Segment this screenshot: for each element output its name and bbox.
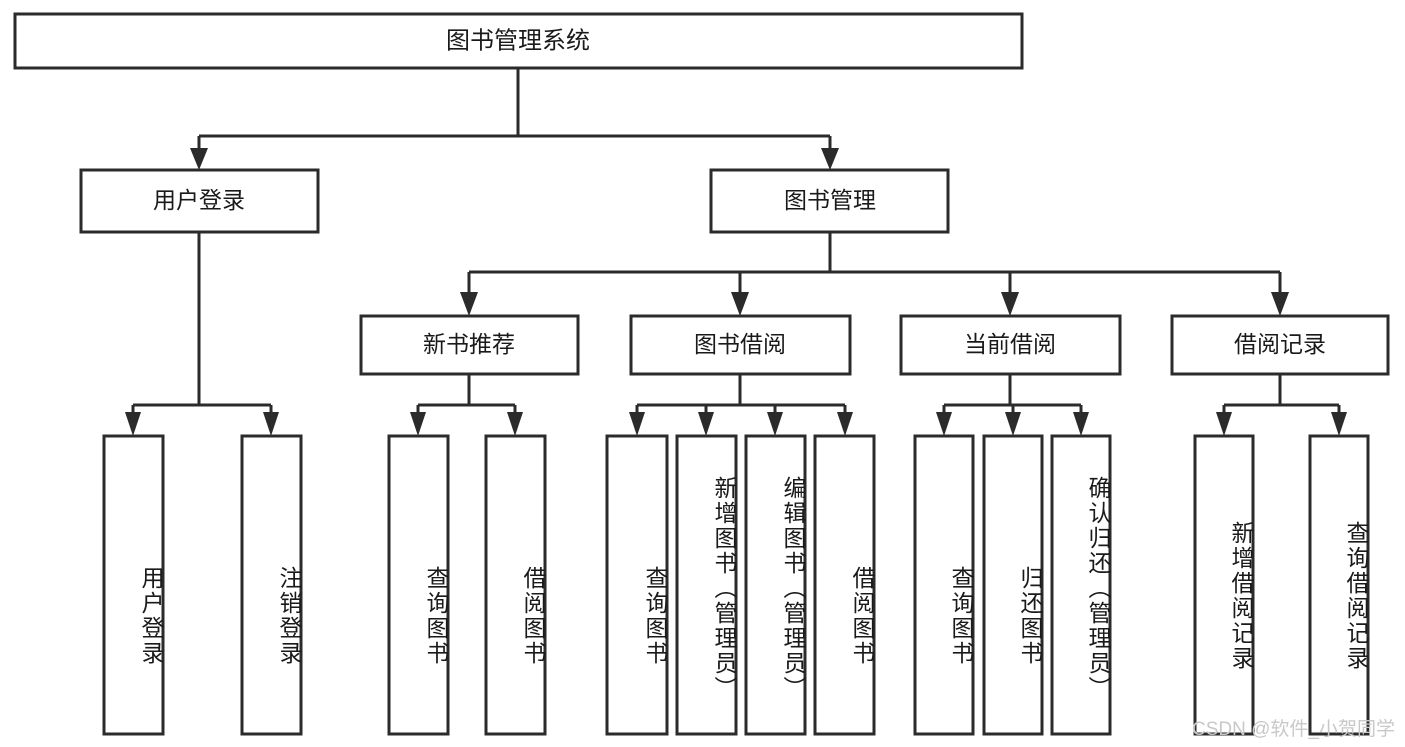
connectors-user-login-to-leaves xyxy=(125,232,279,436)
arrow-new-book-leaf-2 xyxy=(507,412,523,436)
arrow-borrow-record-leaf-2 xyxy=(1331,412,1347,436)
node-user-login-label: 用户登录 xyxy=(153,187,245,213)
csdn-watermark: CSDN @软件_小贺同学 xyxy=(1192,719,1395,740)
connectors-root-to-level2 xyxy=(190,68,839,170)
arrow-to-user-login xyxy=(190,148,208,170)
node-book-borrow-box xyxy=(629,314,852,376)
node-user-login-box xyxy=(79,168,320,234)
arrow-user-login-leaf-2 xyxy=(263,412,279,436)
node-root-system-label: 图书管理系统 xyxy=(446,27,590,54)
arrow-borrow-record-leaf-1 xyxy=(1216,412,1232,436)
connectors-borrow-record-to-leaves xyxy=(1216,374,1347,436)
leaf-box-new-book-1[interactable] xyxy=(387,434,450,736)
arrow-current-borrow-leaf-2 xyxy=(1005,412,1021,436)
node-root-system[interactable]: 图书管理系统 xyxy=(13,12,1024,70)
node-new-book-recommend-box xyxy=(359,314,580,376)
leaf-box-user-login-1[interactable] xyxy=(102,434,165,736)
node-book-borrow-label: 图书借阅 xyxy=(694,331,786,357)
leaf-boxes-book-borrow xyxy=(605,434,876,736)
node-borrow-record-label: 借阅记录 xyxy=(1234,331,1326,357)
leaf-boxes-user-login xyxy=(102,434,303,736)
node-book-manage[interactable]: 图书管理 xyxy=(709,168,950,234)
node-current-borrow-box xyxy=(899,314,1122,376)
leaf-box-borrow-record-1[interactable] xyxy=(1193,434,1255,736)
leaf-box-user-login-2[interactable] xyxy=(240,434,303,736)
arrow-to-book-manage xyxy=(821,148,839,170)
arrow-to-new-book xyxy=(460,292,478,316)
leaf-box-book-borrow-1[interactable] xyxy=(605,434,669,736)
leaf-boxes-borrow-record xyxy=(1193,434,1370,736)
arrow-book-borrow-leaf-3 xyxy=(767,412,783,436)
node-new-book-recommend[interactable]: 新书推荐 xyxy=(359,314,580,376)
node-user-login[interactable]: 用户登录 xyxy=(79,168,320,234)
leaf-box-borrow-record-2[interactable] xyxy=(1308,434,1370,736)
leaf-box-current-borrow-3[interactable] xyxy=(1050,434,1112,736)
node-new-book-recommend-label: 新书推荐 xyxy=(423,331,515,357)
leaf-box-new-book-2[interactable] xyxy=(484,434,547,736)
arrow-user-login-leaf-1 xyxy=(125,412,141,436)
node-borrow-record[interactable]: 借阅记录 xyxy=(1170,314,1390,376)
node-current-borrow-label: 当前借阅 xyxy=(964,331,1056,357)
node-borrow-record-box xyxy=(1170,314,1390,376)
node-book-manage-label: 图书管理 xyxy=(784,187,876,213)
node-root-system-box xyxy=(13,12,1024,70)
leaf-boxes-new-book xyxy=(387,434,547,736)
arrow-book-borrow-leaf-4 xyxy=(837,412,853,436)
arrow-new-book-leaf-1 xyxy=(410,412,426,436)
leaf-box-book-borrow-4[interactable] xyxy=(813,434,876,736)
arrow-to-book-borrow xyxy=(731,292,749,316)
arrow-current-borrow-leaf-3 xyxy=(1073,412,1089,436)
arrow-book-borrow-leaf-1 xyxy=(629,412,645,436)
arrow-book-borrow-leaf-2 xyxy=(698,412,714,436)
leaf-box-current-borrow-2[interactable] xyxy=(982,434,1044,736)
leaf-box-book-borrow-3[interactable] xyxy=(744,434,807,736)
connectors-new-book-to-leaves xyxy=(410,374,523,436)
leaf-box-current-borrow-1[interactable] xyxy=(913,434,975,736)
connectors-current-borrow-to-leaves xyxy=(936,374,1089,436)
node-book-borrow[interactable]: 图书借阅 xyxy=(629,314,852,376)
node-current-borrow[interactable]: 当前借阅 xyxy=(899,314,1122,376)
node-book-manage-box xyxy=(709,168,950,234)
arrow-current-borrow-leaf-1 xyxy=(936,412,952,436)
arrow-to-borrow-record xyxy=(1271,292,1289,316)
connectors-book-manage-to-level3 xyxy=(460,232,1289,316)
leaf-box-book-borrow-2[interactable] xyxy=(675,434,738,736)
arrow-to-current-borrow xyxy=(1001,292,1019,316)
leaf-boxes-current-borrow xyxy=(913,434,1112,736)
connectors-book-borrow-to-leaves xyxy=(629,374,853,436)
